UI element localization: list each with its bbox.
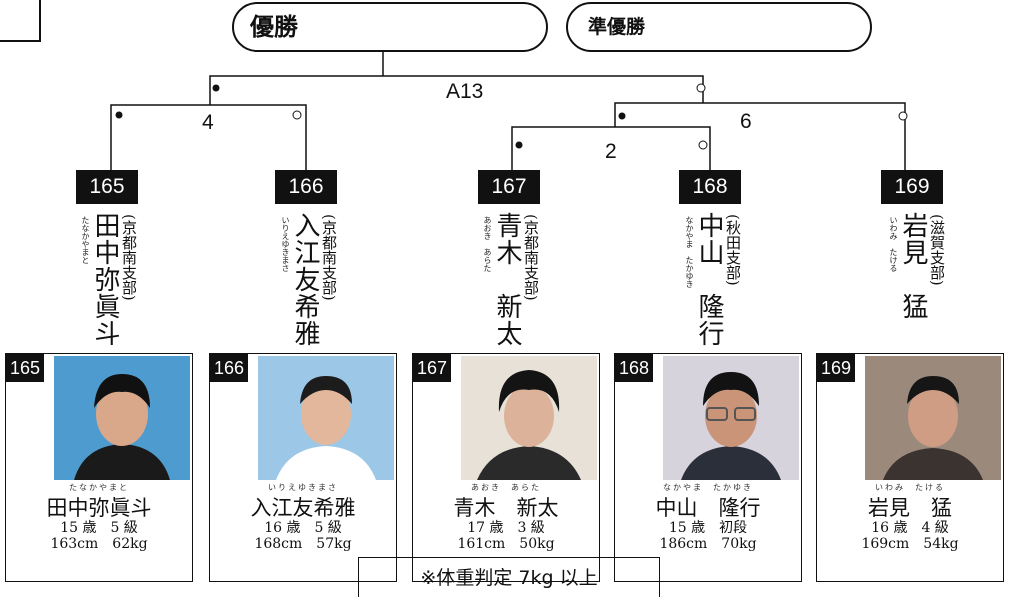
- player-name-ruby: なかやま たかゆき: [685, 216, 694, 288]
- player-name-ruby: たなかやまと: [81, 216, 90, 264]
- card-age-grade: 16 歳 5 級: [264, 520, 342, 536]
- loss-dot: [698, 140, 708, 150]
- player-photo: [54, 356, 190, 480]
- card-name-ruby: いりえゆきまさ: [268, 483, 338, 492]
- card-height-weight: 186cm 70kg: [659, 536, 757, 552]
- player-name-ruby: いわみ たける: [889, 216, 898, 272]
- player-name-ruby: あおき あらた: [483, 216, 492, 272]
- card-player-name: 中山 隆行: [655, 496, 761, 520]
- vertical-player-name: (京都南支部) 田中弥眞斗 たなかやまと: [80, 212, 138, 352]
- player-name: 田中弥眞斗: [90, 212, 120, 347]
- card-number-badge: 165: [6, 354, 44, 382]
- runner-up-title: 準優勝: [566, 2, 872, 52]
- vertical-player-name: (京都南支部) 青木 新太 あおき あらた: [482, 212, 540, 352]
- card-number-badge: 167: [413, 354, 451, 382]
- player-affiliation: (京都南支部): [320, 214, 338, 301]
- player-affiliation: (京都南支部): [522, 214, 540, 301]
- card-height-weight: 168cm 57kg: [254, 536, 352, 552]
- card-name-ruby: あおき あらた: [471, 483, 541, 492]
- final-match-number: A13: [446, 80, 484, 103]
- card-player-name: 田中弥眞斗: [46, 496, 152, 520]
- vertical-player-name: (京都南支部) 入江友希雅 いりえゆきまさ: [280, 212, 338, 352]
- win-markers: [115, 84, 626, 149]
- loss-dot: [292, 110, 302, 120]
- player-card: 168 なかやま たかゆき 中山 隆行 15 歳 初段 186cm 70kg: [614, 353, 802, 582]
- player-number-badge: 169: [881, 170, 943, 204]
- player-number-badge: 166: [275, 170, 337, 204]
- player-card: 166 いりえゆきまさ 入江友希雅 16 歳 5 級 168cm 57kg: [209, 353, 397, 582]
- card-name-ruby: たなかやまと: [69, 483, 129, 492]
- card-player-name: 青木 新太: [453, 496, 559, 520]
- vertical-player-name: (秋田支部) 中山 隆行 なかやま たかゆき: [684, 212, 742, 352]
- card-player-name: 入江友希雅: [250, 496, 356, 520]
- corner-frame: [0, 0, 41, 42]
- card-age-grade: 17 歳 3 級: [467, 520, 545, 536]
- match-number-2: 2: [605, 140, 617, 163]
- weight-rule-note: ※体重判定 7kg 以上: [358, 557, 660, 597]
- card-number-badge: 169: [817, 354, 855, 382]
- match-number-4: 4: [202, 111, 214, 134]
- card-player-name: 岩見 猛: [868, 496, 952, 520]
- win-dot: [212, 84, 220, 92]
- card-number-badge: 168: [615, 354, 653, 382]
- card-height-weight: 169cm 54kg: [861, 536, 959, 552]
- player-card: 169 いわみ たける 岩見 猛 16 歳 4 級 169cm 54kg: [816, 353, 1004, 582]
- win-dot: [618, 112, 626, 120]
- card-age-grade: 15 歳 初段: [668, 520, 748, 536]
- player-photo: [663, 356, 799, 480]
- card-name-ruby: いわみ たける: [875, 483, 945, 492]
- player-affiliation: (滋賀支部): [928, 214, 946, 286]
- player-name: 中山 隆行: [694, 212, 724, 347]
- player-name-ruby: いりえゆきまさ: [281, 216, 290, 272]
- player-number-badge: 167: [478, 170, 540, 204]
- player-number-badge: 168: [679, 170, 741, 204]
- player-number-badge: 165: [76, 170, 138, 204]
- player-card: 165 たなかやまと 田中弥眞斗 15 歳 5 級 163cm 62kg: [5, 353, 193, 582]
- player-affiliation: (京都南支部): [120, 214, 138, 301]
- win-dot: [115, 111, 123, 119]
- player-photo: [461, 356, 597, 480]
- card-age-grade: 15 歳 5 級: [60, 520, 138, 536]
- card-height-weight: 161cm 50kg: [457, 536, 555, 552]
- loss-dot: [696, 83, 706, 93]
- player-name: 青木 新太: [492, 212, 522, 347]
- loss-dot: [898, 111, 908, 121]
- vertical-player-name: (滋賀支部) 岩見 猛 いわみ たける: [888, 212, 946, 352]
- player-affiliation: (秋田支部): [724, 214, 742, 286]
- player-photo: [258, 356, 394, 480]
- card-name-ruby: なかやま たかゆき: [663, 483, 753, 492]
- winner-title: 優勝: [232, 2, 548, 52]
- card-number-badge: 166: [210, 354, 248, 382]
- player-name: 入江友希雅: [290, 212, 320, 347]
- player-photo: [865, 356, 1001, 480]
- card-height-weight: 163cm 62kg: [50, 536, 148, 552]
- player-name: 岩見 猛: [898, 212, 928, 320]
- win-dot: [515, 141, 523, 149]
- player-card: 167 あおき あらた 青木 新太 17 歳 3 級 161cm 50kg: [412, 353, 600, 582]
- match-number-6: 6: [740, 110, 752, 133]
- card-age-grade: 16 歳 4 級: [871, 520, 949, 536]
